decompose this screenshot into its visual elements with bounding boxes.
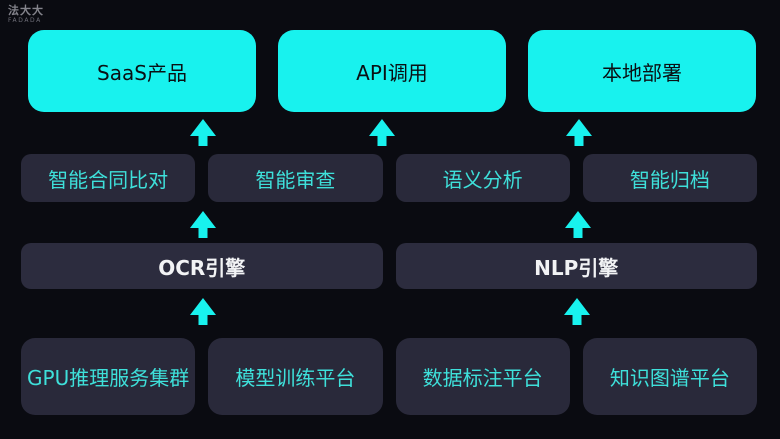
- arrow-up-icon: [564, 298, 590, 325]
- box-smart-archive: 智能归档: [582, 154, 757, 202]
- arrow-up-icon: [190, 298, 216, 325]
- infrastructure-row: GPU推理服务集群 模型训练平台 数据标注平台 知识图谱平台: [21, 338, 757, 415]
- logo-en-text: FADADA: [8, 17, 42, 24]
- engine-row: OCR引擎 NLP引擎: [21, 243, 757, 289]
- box-api-call: API调用: [278, 30, 506, 112]
- fadada-logo: 法大大 FADADA: [8, 5, 44, 24]
- box-data-annotation: 数据标注平台: [395, 338, 570, 415]
- box-model-training: 模型训练平台: [208, 338, 383, 415]
- delivery-row: SaaS产品 API调用 本地部署: [28, 30, 756, 112]
- arrow-up-icon: [369, 119, 395, 146]
- logo-cn-text: 法大大: [8, 4, 44, 17]
- capability-row: 智能合同比对 智能审查 语义分析 智能归档: [21, 154, 757, 202]
- box-semantic-analysis: 语义分析: [395, 154, 570, 202]
- arrow-up-icon: [565, 211, 591, 238]
- arrow-up-icon: [190, 211, 216, 238]
- arrow-up-icon: [566, 119, 592, 146]
- box-local-deployment: 本地部署: [528, 30, 756, 112]
- box-ocr-engine: OCR引擎: [21, 243, 383, 289]
- box-contract-compare: 智能合同比对: [21, 154, 196, 202]
- box-saas-product: SaaS产品: [28, 30, 256, 112]
- box-gpu-cluster: GPU推理服务集群: [21, 338, 196, 415]
- box-knowledge-graph: 知识图谱平台: [582, 338, 757, 415]
- box-smart-review: 智能审查: [208, 154, 383, 202]
- arrow-up-icon: [190, 119, 216, 146]
- box-nlp-engine: NLP引擎: [395, 243, 757, 289]
